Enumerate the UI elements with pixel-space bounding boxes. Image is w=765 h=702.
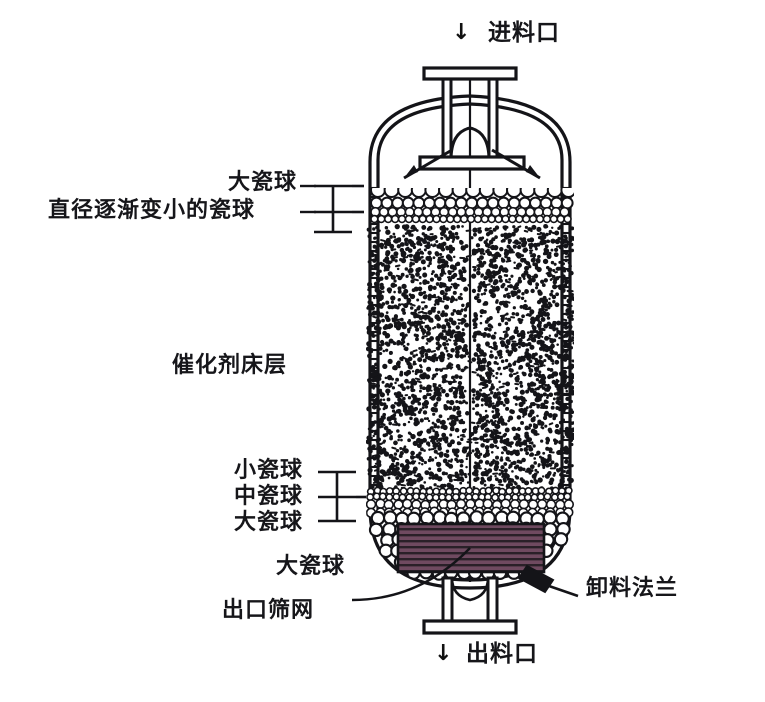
label-graded-balls: 直径逐渐变小的瓷球: [48, 198, 256, 223]
label-dashes: [300, 184, 316, 214]
label-large-balls-bottom: 大瓷球: [276, 554, 346, 579]
label-medium-balls: 中瓷球: [234, 484, 304, 509]
leader-lines: [314, 184, 471, 602]
outlet-arrow-icon: ↓: [434, 641, 453, 666]
label-discharge-flange: 卸料法兰: [586, 576, 679, 601]
outlet-screen: [396, 522, 546, 574]
inlet-arrow-icon: ↓: [452, 20, 471, 45]
label-small-balls: 小瓷球: [234, 458, 304, 483]
label-outlet: 出料口: [466, 641, 538, 667]
label-outlet-screen: 出口筛网: [222, 598, 315, 623]
label-large-balls-lower: 大瓷球: [234, 510, 304, 535]
bottom-outlet-flange: [422, 576, 518, 635]
distributor-plate: [403, 148, 541, 180]
discharge-flange-nozzle: [517, 564, 579, 598]
label-catalyst-bed: 催化剂床层: [172, 353, 288, 378]
label-top-large-balls: 大瓷球: [228, 170, 298, 195]
label-inlet: 进料口: [488, 20, 560, 46]
bed-contents: [366, 188, 574, 581]
